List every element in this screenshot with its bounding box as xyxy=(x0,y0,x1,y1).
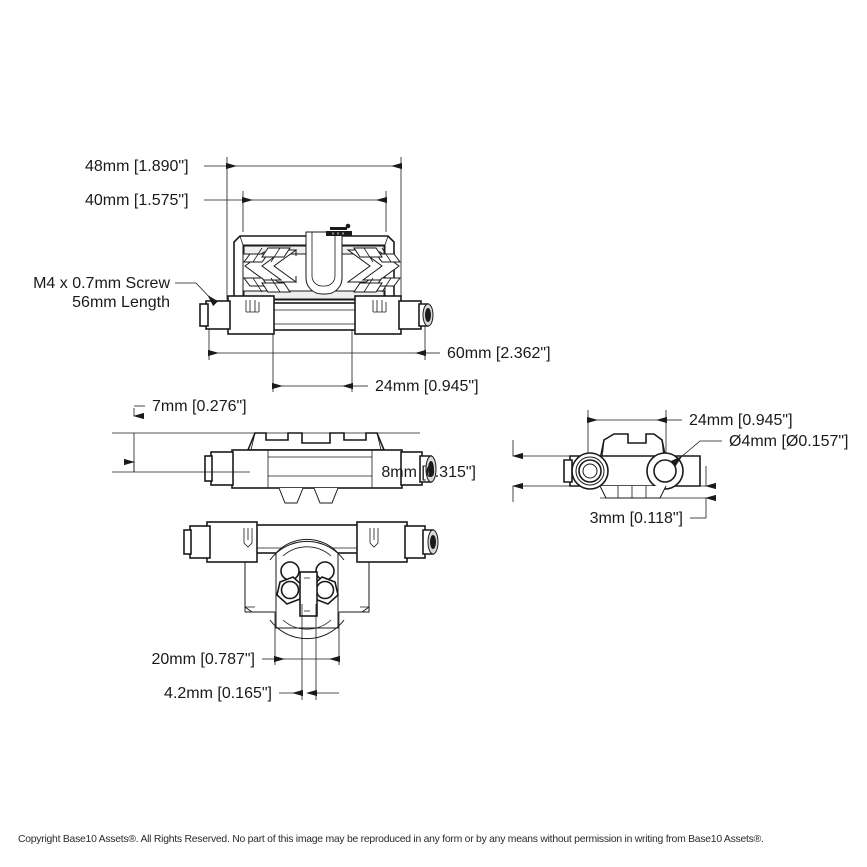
dimension-60mm-label: 60mm [2.362"] xyxy=(447,345,551,362)
copyright-footer: Copyright Base10 Assets®. All Rights Res… xyxy=(18,834,764,845)
view-end: 24mm [0.945"] Ø4mm [Ø0.157"] 8mm [0.315"… xyxy=(381,410,849,527)
screw-note-line2: 56mm Length xyxy=(72,294,170,311)
dimension-3mm xyxy=(600,466,716,519)
dimension-7mm xyxy=(112,405,420,473)
view-front: 48mm [1.890"] 40mm [1.575"] M4 x 0.7mm S… xyxy=(33,157,551,395)
dimension-24mm-right-label: 24mm [0.945"] xyxy=(689,412,793,429)
dimension-7mm-label: 7mm [0.276"] xyxy=(152,398,247,415)
dimension-hole-label: Ø4mm [Ø0.157"] xyxy=(729,433,849,450)
dimension-40mm-label: 40mm [1.575"] xyxy=(85,192,189,209)
dimension-8mm xyxy=(512,440,580,502)
dimension-4p2mm-label: 4.2mm [0.165"] xyxy=(164,685,272,702)
dimension-3mm-label: 3mm [0.118"] xyxy=(590,510,683,527)
chevron-right-group xyxy=(346,247,401,293)
dimension-48mm-label: 48mm [1.890"] xyxy=(85,158,189,175)
view-side: 7mm [0.276"] xyxy=(112,398,437,504)
screw-note-line1: M4 x 0.7mm Screw xyxy=(33,275,170,292)
dimension-24mm-top-label: 24mm [0.945"] xyxy=(375,378,479,395)
chevron-left-group xyxy=(243,247,298,293)
dimension-8mm-label: 8mm [0.315"] xyxy=(381,464,476,481)
view-bottom: 20mm [0.787"] 4.2mm [0.165"] xyxy=(151,521,439,702)
brand-mark xyxy=(326,223,352,236)
leader-hole-diameter xyxy=(670,440,722,467)
dimension-20mm-label: 20mm [0.787"] xyxy=(151,651,255,668)
leader-screw-note xyxy=(175,282,219,307)
